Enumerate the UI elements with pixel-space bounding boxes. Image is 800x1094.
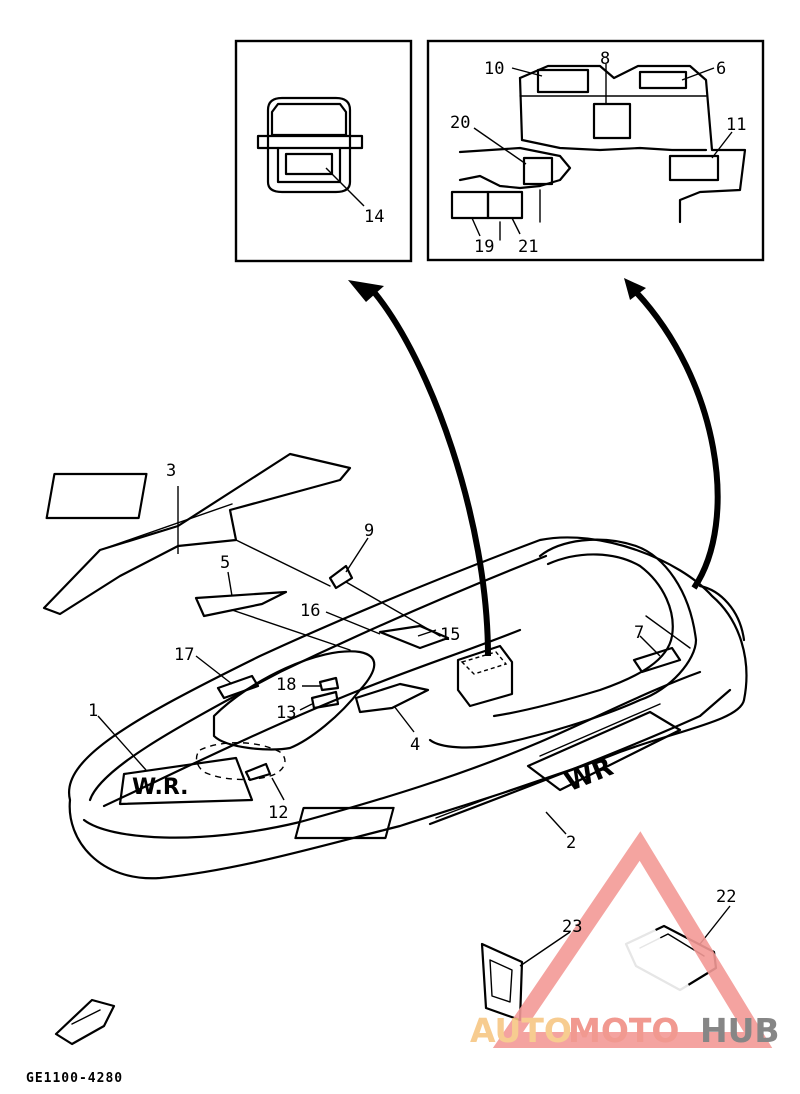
callout-14: 14	[364, 207, 384, 227]
front-direction-logo	[54, 998, 116, 1046]
callout-2: 2	[566, 833, 576, 853]
callout-6: 6	[716, 59, 726, 79]
watermark-logo: AUTO MOTO HUB	[470, 831, 780, 1050]
callout-13: 13	[276, 703, 296, 723]
watermark-hub: HUB	[700, 1011, 780, 1050]
part-code-label: GE1100-4280	[26, 1071, 123, 1086]
callout-20: 20	[450, 113, 470, 133]
hull-body	[67, 536, 748, 880]
callout-23: 23	[562, 917, 582, 937]
callout-7: 7	[634, 623, 644, 643]
watermark-auto: AUTO	[470, 1011, 572, 1050]
pointer-arrows	[348, 278, 721, 657]
callout-12: 12	[268, 803, 288, 823]
callout-18: 18	[276, 675, 296, 695]
callout-1: 1	[88, 701, 98, 721]
callout-labels: 1 2 3 4 5 6 7 8 9 10 11 12 13 14 15 16 1…	[88, 49, 746, 937]
side-logo-text: WR	[561, 752, 617, 798]
decal-part-3	[42, 452, 352, 616]
callout-11: 11	[726, 115, 746, 135]
decal-part-5	[194, 539, 351, 651]
bow-logo-text: W.R.	[132, 775, 189, 800]
callout-8: 8	[600, 49, 610, 69]
inset-dash-detail	[426, 39, 765, 262]
callout-4: 4	[410, 735, 420, 755]
small-decals	[195, 537, 682, 801]
callout-17: 17	[174, 645, 194, 665]
callout-22: 22	[716, 887, 736, 907]
callout-10: 10	[484, 59, 504, 79]
callout-21: 21	[518, 237, 538, 257]
callout-16: 16	[300, 601, 320, 621]
watermark-moto: MOTO	[568, 1011, 679, 1050]
callout-15: 15	[440, 625, 460, 645]
decal-part-2: WR	[294, 703, 682, 840]
inset-handle-detail	[234, 39, 413, 263]
callout-9: 9	[364, 521, 374, 541]
callout-19: 19	[474, 237, 494, 257]
callout-5: 5	[220, 553, 230, 573]
callout-3: 3	[166, 461, 176, 481]
decal-part-1: W.R.	[97, 715, 254, 806]
